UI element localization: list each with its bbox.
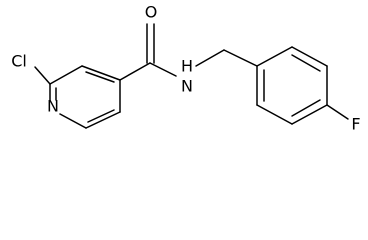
pyridine-ring bbox=[34, 65, 121, 129]
bond-c6-n1 bbox=[59, 113, 87, 129]
bond-c3-c4-inner bbox=[85, 71, 115, 83]
fluorophenyl-ring bbox=[256, 46, 349, 125]
bond-ch2-ring bbox=[223, 49, 258, 67]
bond-c3-c4 bbox=[81, 65, 121, 81]
chlorine-label: Cl bbox=[11, 52, 27, 71]
bond-ar4-ar5-inner bbox=[291, 99, 321, 117]
bond-ar1-ar2 bbox=[256, 46, 293, 67]
amide-nitrogen-label: N bbox=[181, 77, 193, 96]
bond-c4-carbonyl bbox=[119, 62, 151, 81]
bond-c5-c6-inner bbox=[87, 109, 115, 123]
benzyl-linker bbox=[195, 49, 258, 67]
bond-c5-c6 bbox=[85, 111, 121, 129]
structure-diagram: Cl N O H N F bbox=[11, 3, 360, 134]
bond-ar4-f bbox=[326, 104, 349, 120]
ring-nitrogen-label: N bbox=[47, 97, 59, 116]
bond-c2-cl bbox=[34, 66, 51, 85]
bond-n-ch2 bbox=[195, 49, 225, 67]
bond-carbonyl-n bbox=[149, 62, 177, 77]
amide-hydrogen-label: H bbox=[181, 57, 193, 76]
bond-c2-c3 bbox=[49, 65, 83, 85]
fluorine-label: F bbox=[351, 115, 360, 134]
bond-ar5-ar6 bbox=[256, 104, 293, 125]
bond-ar2-ar3 bbox=[291, 46, 328, 67]
oxygen-label: O bbox=[145, 3, 158, 22]
amide-group bbox=[119, 23, 177, 81]
bond-ar4-ar5 bbox=[291, 104, 328, 125]
bond-ar2-ar3-inner bbox=[291, 54, 321, 72]
